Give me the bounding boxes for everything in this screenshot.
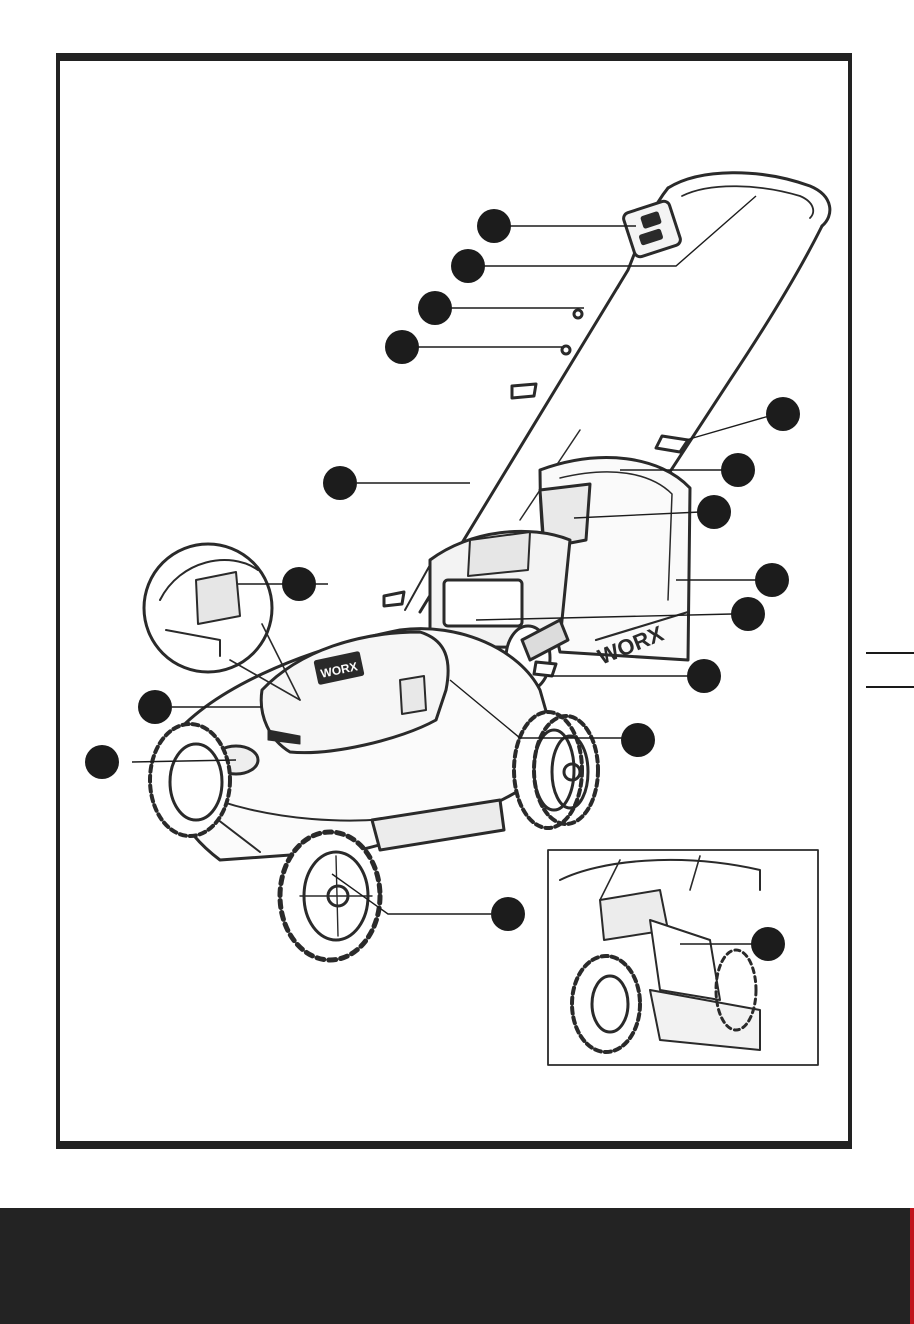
callout-marker-13: [282, 567, 316, 601]
callout-marker-5: [323, 466, 357, 500]
callout-marker-14: [138, 690, 172, 724]
switch-box: [622, 200, 682, 259]
callout-marker-8: [697, 495, 731, 529]
callout-marker-1: [477, 209, 511, 243]
callout-marker-7: [721, 453, 755, 487]
footer-band: [0, 1208, 914, 1324]
front-left-wheel: [150, 724, 230, 836]
callout-marker-12: [621, 723, 655, 757]
side-tab-line-top: [866, 652, 914, 654]
front-right-wheel: [280, 832, 380, 960]
side-tab-line-bottom: [866, 686, 914, 688]
callout-marker-16: [491, 897, 525, 931]
footer-edge-accent: [910, 1208, 914, 1324]
callout-marker-15: [85, 745, 119, 779]
callout-marker-2: [451, 249, 485, 283]
callout-marker-11: [687, 659, 721, 693]
callout-marker-6: [766, 397, 800, 431]
callout-marker-17: [751, 927, 785, 961]
callout-marker-4: [385, 330, 419, 364]
callout-marker-10: [731, 597, 765, 631]
callout-marker-9: [755, 563, 789, 597]
callout-marker-3: [418, 291, 452, 325]
rear-left-wheel: [514, 712, 582, 828]
